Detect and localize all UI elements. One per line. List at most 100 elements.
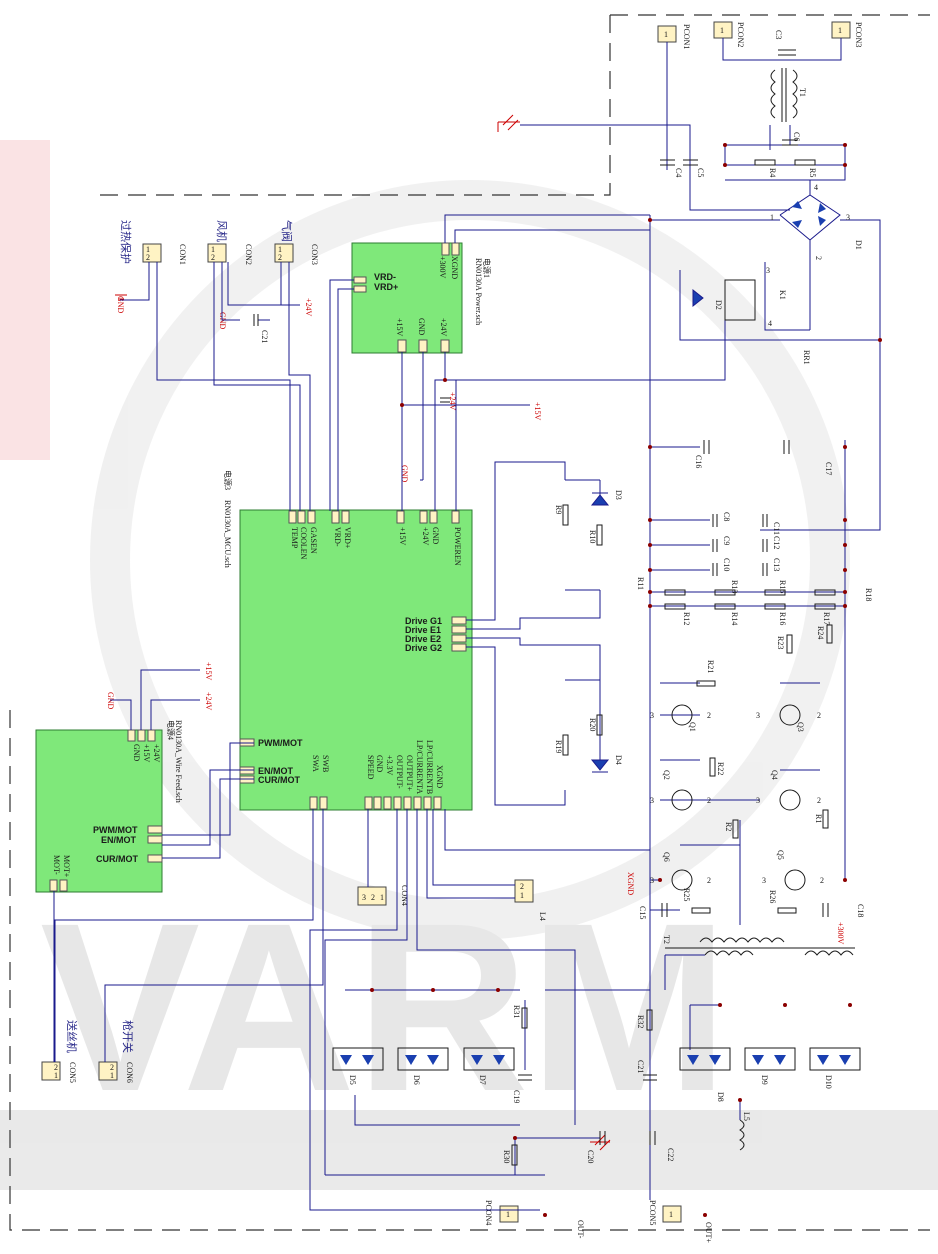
out-neg-label: OUT- bbox=[576, 1220, 585, 1239]
svg-text:3: 3 bbox=[766, 266, 770, 275]
power-pin-300v: +300V bbox=[438, 256, 447, 279]
label-q2: Q2 bbox=[662, 770, 671, 780]
svg-text:2: 2 bbox=[817, 711, 821, 720]
svg-text:3: 3 bbox=[756, 711, 760, 720]
svg-text:1: 1 bbox=[838, 26, 842, 35]
label-d7: D7 bbox=[478, 1075, 487, 1085]
component-labels: C3 C4 C5 C6 R4 R5 T1 D1 K1 D2 RR1 C16 C1… bbox=[260, 30, 873, 1163]
p15-label-2: +15V bbox=[204, 662, 213, 681]
label-d9: D9 bbox=[760, 1075, 769, 1085]
label-r18: R18 bbox=[864, 588, 873, 601]
con5-ref: CON5 bbox=[68, 1062, 77, 1083]
connector-con3[interactable]: 12 CON3 气阀 bbox=[274, 220, 319, 265]
svg-text:1: 1 bbox=[146, 245, 150, 254]
con1-name: 过热保护 bbox=[119, 220, 133, 264]
label-r24: R24 bbox=[816, 626, 825, 639]
label-c6: C6 bbox=[792, 132, 801, 141]
p15-label-1: +15V bbox=[533, 402, 542, 421]
label-q6: Q6 bbox=[662, 852, 671, 862]
label-r13: R13 bbox=[730, 580, 739, 593]
label-d6: D6 bbox=[412, 1075, 421, 1085]
mcu-pin-gnd-b: GND bbox=[375, 755, 384, 773]
mcu-block[interactable]: 电源3 RN0130A_MCU.sch TEMP COOLEN GASEN VR… bbox=[223, 470, 473, 811]
mcu-pin-xgnd: XGND bbox=[435, 765, 444, 788]
gnd-label-4: GND bbox=[106, 692, 115, 710]
wiring bbox=[53, 38, 881, 1211]
svg-text:2: 2 bbox=[110, 1063, 114, 1072]
power-pin-xgnd: XGND bbox=[450, 256, 459, 279]
mcu-block-ref: 电源3 bbox=[223, 470, 233, 490]
connector-con5[interactable]: 21 CON5 送丝机 bbox=[41, 1020, 79, 1083]
mcu-pin-cur-mot-label: CUR/MOT bbox=[258, 775, 300, 785]
connector-con1[interactable]: 12 CON1 过热保护 bbox=[119, 220, 187, 265]
label-d3: D3 bbox=[614, 490, 623, 500]
label-r30: R30 bbox=[502, 1150, 511, 1163]
power-pin-vrd-neg: VRD- bbox=[374, 272, 396, 282]
mcu-pin-drive-e2: Drive E2 bbox=[405, 634, 441, 644]
connector-con6[interactable]: 21 CON6 枪开关 bbox=[98, 1020, 135, 1083]
power-pin-24v: +24V bbox=[439, 318, 448, 337]
mcu-pin-swa: SWA bbox=[311, 755, 320, 772]
wirefeed-pin-cur: CUR/MOT bbox=[96, 854, 138, 864]
wirefeed-block[interactable]: 电源4 RN0130A_Wire Feed.sch +24V +15V GND … bbox=[35, 720, 183, 893]
label-d1: D1 bbox=[854, 240, 863, 250]
label-c9: C9 bbox=[722, 536, 731, 545]
mcu-pin-vrd-pos: VRD+ bbox=[343, 527, 352, 549]
svg-text:PCON1: PCON1 bbox=[682, 24, 691, 49]
con5-name: 送丝机 bbox=[65, 1020, 79, 1053]
mcu-pin-lp-currentb: LP/CURRENTB bbox=[425, 740, 434, 794]
power-pin-gnd: GND bbox=[417, 318, 426, 336]
mcu-pin-24v: +24V bbox=[421, 527, 430, 546]
power-pin-15v: +15V bbox=[395, 318, 404, 337]
label-r4: R4 bbox=[768, 168, 777, 177]
out-pos-label: OUT+ bbox=[704, 1222, 713, 1243]
mcu-block-title: RN0130A_MCU.sch bbox=[223, 500, 232, 568]
p24-label-2: +24V bbox=[448, 392, 457, 411]
power-block[interactable]: RN0130A Power.sch 电源1 VRD- VRD+ +15V GND… bbox=[351, 242, 492, 354]
connector-l4[interactable]: 21 L4 bbox=[514, 879, 547, 921]
label-c22: C22 bbox=[666, 1148, 675, 1161]
svg-text:1: 1 bbox=[54, 1071, 58, 1080]
label-r19: R19 bbox=[554, 740, 563, 753]
label-r22: R22 bbox=[716, 762, 725, 775]
svg-text:PCON2: PCON2 bbox=[736, 22, 745, 47]
watermark-text: VARM bbox=[40, 873, 729, 1141]
label-d8: D8 bbox=[716, 1092, 725, 1102]
connector-con2[interactable]: 12 CON2 风机 bbox=[207, 220, 253, 265]
svg-text:2: 2 bbox=[211, 253, 215, 262]
dashed-boundary bbox=[9, 14, 930, 1231]
p24-label-1: +24V bbox=[304, 298, 313, 317]
svg-text:1: 1 bbox=[380, 893, 384, 902]
label-c12: C12 bbox=[772, 536, 781, 549]
label-q5: Q5 bbox=[776, 850, 785, 860]
gnd-label-2: GND bbox=[218, 312, 227, 330]
svg-text:2: 2 bbox=[371, 893, 375, 902]
mcu-pin-coolen: COOLEN bbox=[299, 527, 308, 560]
power-block-ref: 电源1 bbox=[482, 258, 492, 278]
label-q1: Q1 bbox=[688, 722, 697, 732]
mcu-pin-output-pos: OUTPUT+ bbox=[405, 755, 414, 792]
mcu-pin-3v3: +3.3V bbox=[385, 755, 394, 776]
svg-text:2: 2 bbox=[707, 711, 711, 720]
label-c21: C21 bbox=[636, 1060, 645, 1073]
label-c17: C17 bbox=[824, 462, 833, 475]
svg-text:3: 3 bbox=[362, 893, 366, 902]
label-q3: Q3 bbox=[796, 722, 805, 732]
label-r26: R26 bbox=[768, 890, 777, 903]
svg-text:3: 3 bbox=[650, 711, 654, 720]
label-c21-top: C21 bbox=[260, 330, 269, 343]
svg-text:2: 2 bbox=[278, 253, 282, 262]
component-glyphs bbox=[253, 49, 882, 1217]
svg-text:1: 1 bbox=[770, 213, 774, 222]
label-c19: C19 bbox=[512, 1090, 521, 1103]
mcu-pin-poweren: POWEREN bbox=[453, 527, 462, 566]
svg-text:4: 4 bbox=[768, 319, 772, 328]
svg-text:2: 2 bbox=[820, 876, 824, 885]
label-r17: R17 bbox=[822, 612, 831, 625]
